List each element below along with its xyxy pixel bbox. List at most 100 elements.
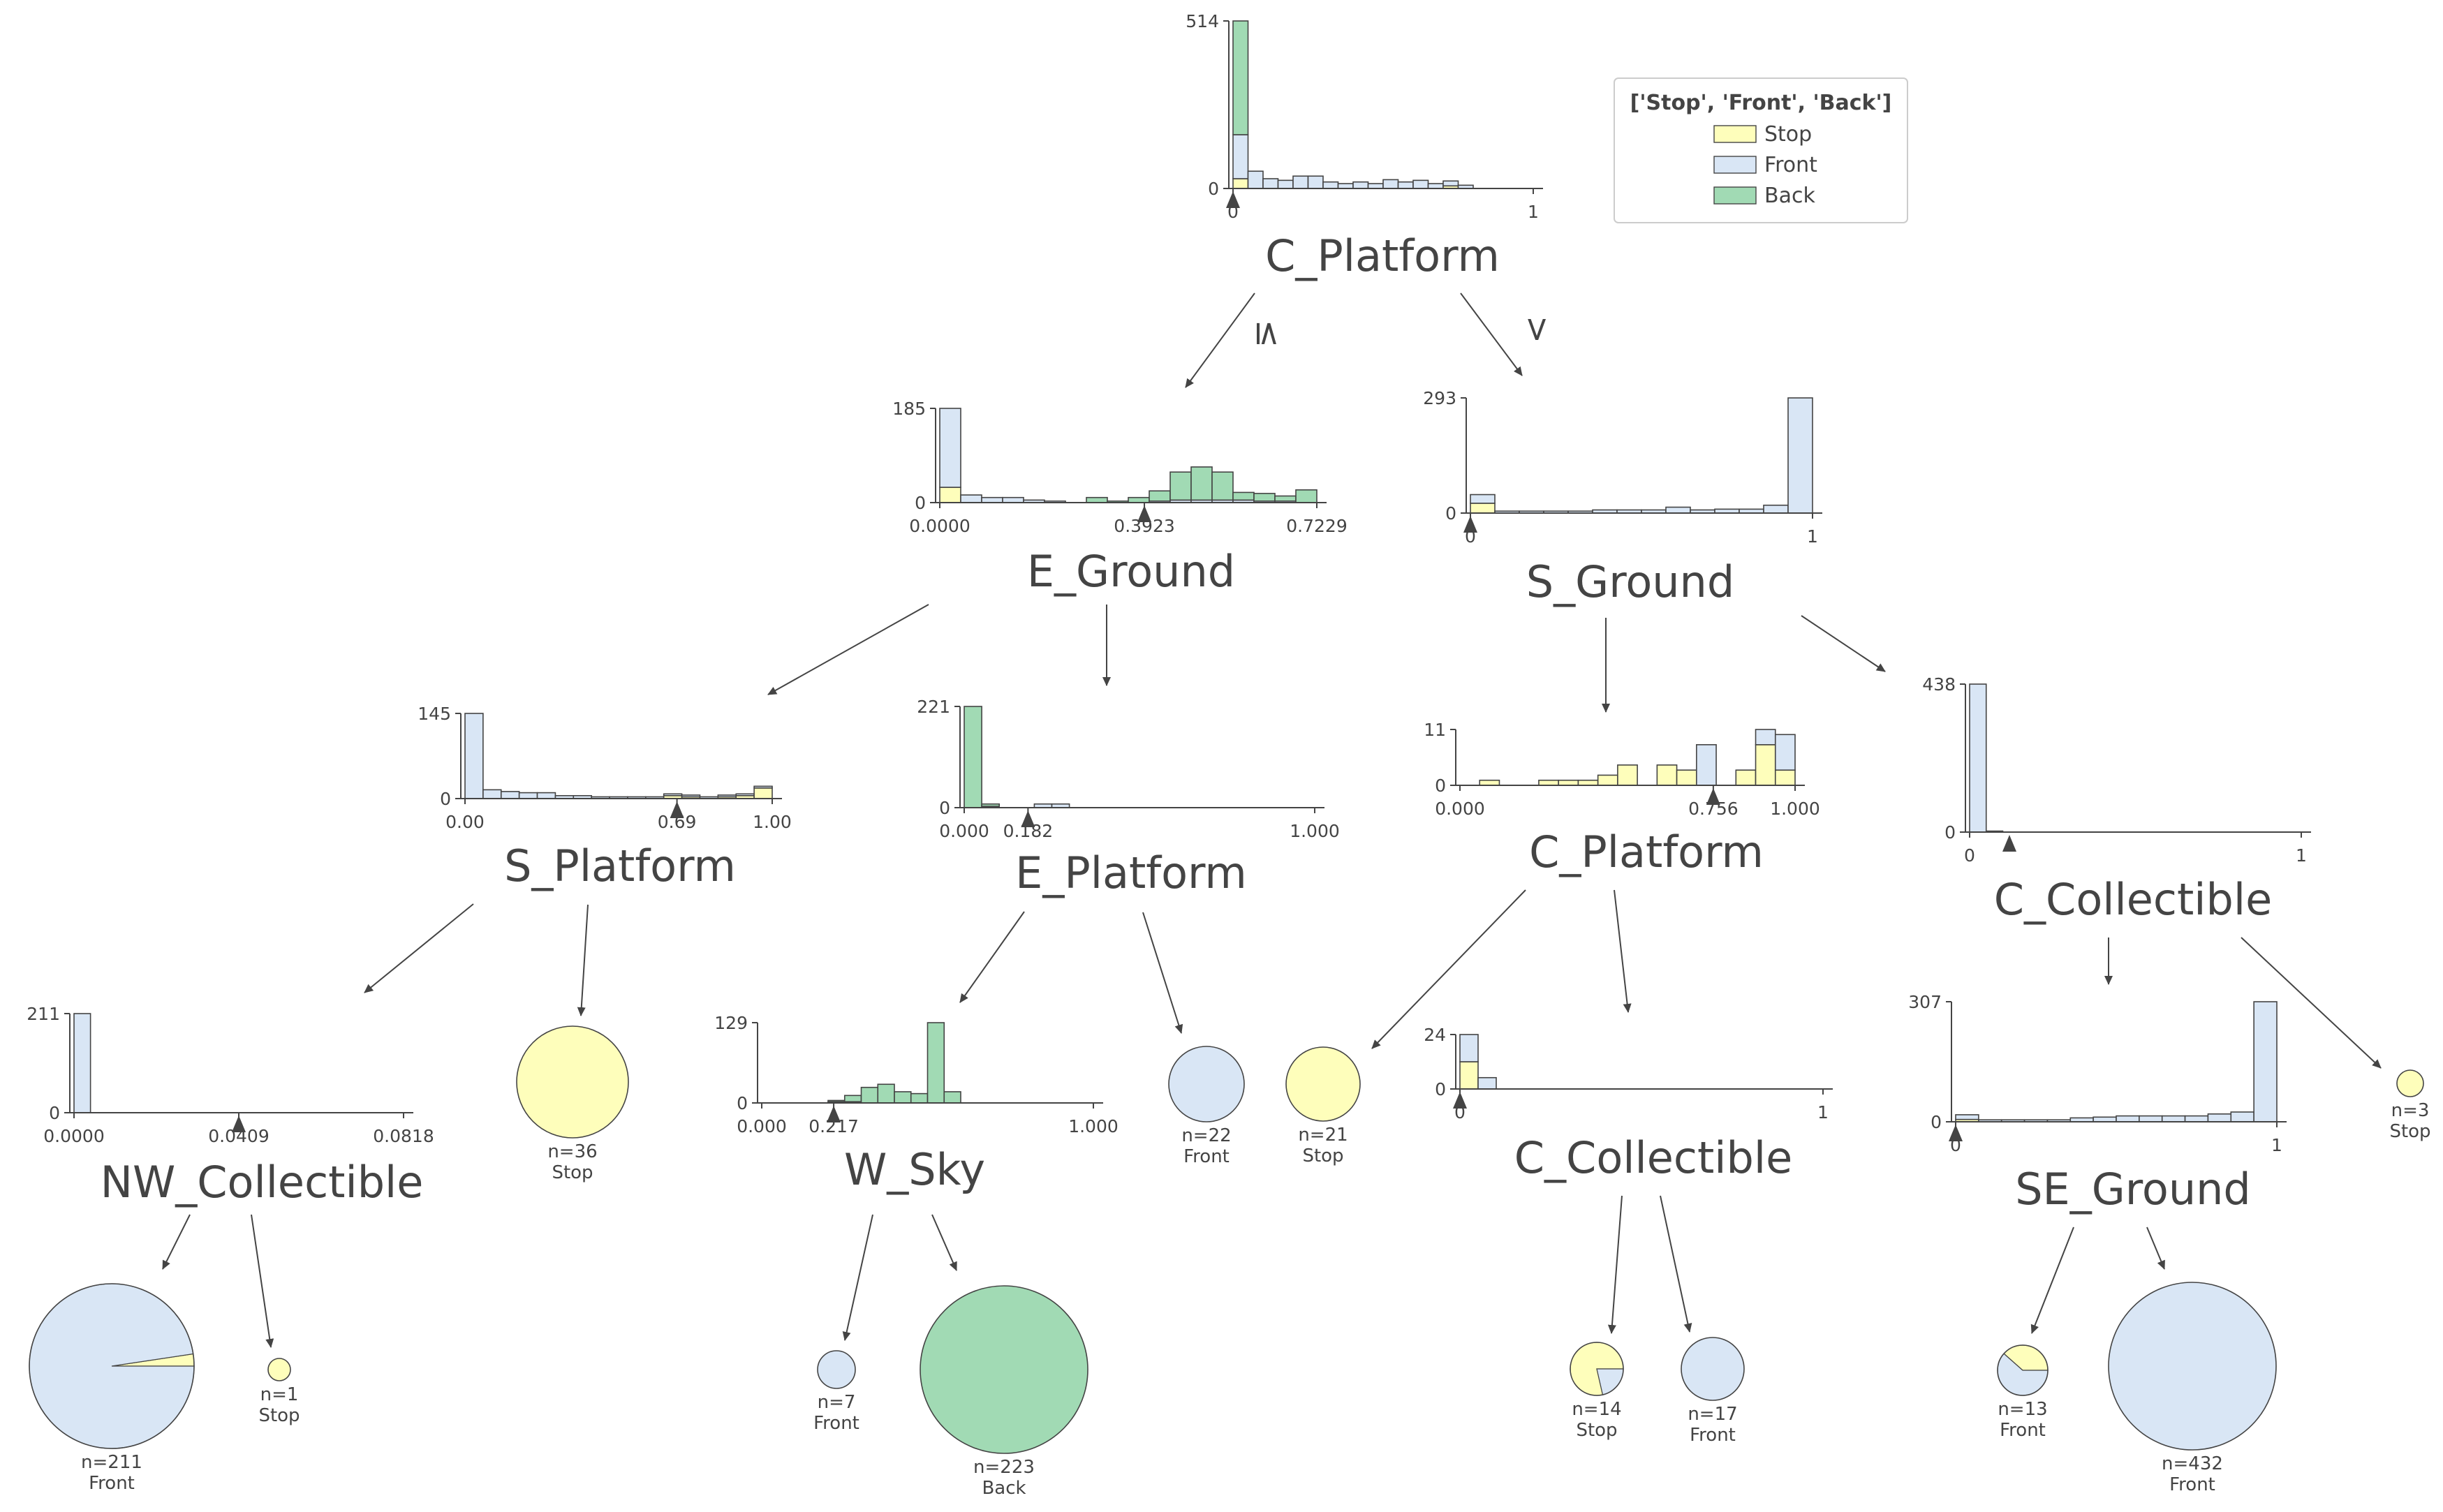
y-tick-label: 0 (939, 798, 950, 818)
leaf-class-label: Stop (2389, 1121, 2430, 1142)
histogram-bar-stop (1656, 764, 1678, 786)
split-feature-label: SE_Ground (2015, 1164, 2251, 1215)
histogram-bar-stop (1735, 769, 1757, 786)
histogram-bar-front (1969, 683, 1987, 833)
leaf-count-label: n=1 (260, 1384, 299, 1405)
leaf-pie-slice-front (817, 1350, 856, 1389)
histogram-bar-back (964, 706, 982, 808)
edge-label-right: > (1518, 316, 1557, 343)
histogram-bar-stop (1538, 779, 1559, 786)
histogram-bar-front (663, 793, 683, 796)
histogram-bar-stop (1232, 178, 1249, 189)
tree-edge (1801, 615, 1886, 672)
tree-edge (2030, 1226, 2074, 1334)
y-tick-label: 0 (1944, 822, 1956, 843)
leaf-pie-slice-stop (2396, 1069, 2424, 1097)
y-tick-label: 0 (915, 493, 926, 513)
histogram-bar-stop (1774, 769, 1796, 786)
histogram-bar-front (735, 793, 755, 796)
histogram-bar-stop (1558, 779, 1579, 786)
x-tick-label: 1.000 (1068, 1116, 1119, 1136)
legend-label-stop: Stop (1764, 122, 1812, 147)
tree-edge (577, 904, 589, 1016)
y-tick-label: 0 (1445, 503, 1456, 524)
histogram-bar-front (1470, 494, 1496, 504)
split-marker (827, 1106, 841, 1122)
histogram-bar-front (981, 496, 1003, 503)
leaf-class-label: Front (1690, 1425, 1736, 1446)
histogram-bar-back (1232, 491, 1255, 501)
histogram-bar-stop (939, 487, 961, 503)
x-tick-label: 1 (2296, 845, 2307, 866)
histogram-bar-front (753, 785, 773, 789)
leaf-count-label: n=13 (1998, 1399, 2047, 1420)
histogram-bar-front (681, 794, 701, 798)
legend-swatch-back (1713, 186, 1757, 205)
histogram-bar-front (1397, 181, 1414, 189)
x-tick-label: 0.0818 (373, 1126, 434, 1146)
histogram-bar-front (482, 789, 502, 799)
histogram-bar-front (73, 1013, 91, 1113)
split-marker (2002, 835, 2016, 852)
split-marker (1453, 1092, 1467, 1109)
y-tick-label: 438 (1922, 674, 1956, 695)
histogram-bar-front (1696, 744, 1717, 786)
histogram-bar-back (827, 1099, 846, 1103)
leaf-class-label: Back (982, 1478, 1026, 1499)
tree-edge (1142, 912, 1183, 1034)
legend-label-front: Front (1764, 153, 1817, 177)
histogram-bar-front (717, 794, 737, 798)
tree-edges: ≤> (162, 292, 2382, 1348)
legend-swatch-front (1713, 156, 1757, 174)
histogram-bar-back (1211, 471, 1234, 501)
tree-edge (931, 1214, 957, 1271)
histogram-bar-back (1190, 466, 1213, 501)
tree-edge (1371, 889, 1526, 1049)
histogram-bar-front (1774, 734, 1796, 771)
y-tick-label: 0 (737, 1093, 748, 1113)
leaf-class-label: Front (2169, 1474, 2215, 1495)
leaf-class-label: Front (813, 1413, 859, 1434)
histogram-bar-front (1307, 175, 1324, 189)
histogram-bar-front (1755, 729, 1776, 746)
x-tick-label: 1.000 (1290, 821, 1340, 841)
histogram-bar-stop (1479, 779, 1500, 786)
tree-edge (959, 911, 1025, 1003)
histogram-bar-front (1763, 504, 1789, 514)
split-marker (670, 801, 684, 818)
histogram-bar-front (2184, 1115, 2209, 1122)
histogram-bar-front (1427, 183, 1444, 189)
legend-box (1614, 77, 1908, 223)
histogram-bar-stop (1470, 503, 1496, 514)
histogram-bar-back (1274, 495, 1297, 502)
y-tick-label: 514 (1186, 11, 1219, 31)
legend-label-back: Back (1764, 184, 1815, 208)
histogram-bar-back (1295, 489, 1318, 503)
leaf-count-label: n=17 (1688, 1404, 1737, 1425)
leaf-count-label: n=223 (973, 1457, 1035, 1478)
y-tick-label: 129 (714, 1013, 748, 1033)
histogram-bar-front (1277, 179, 1294, 189)
x-tick-label: 1.00 (753, 812, 792, 832)
split-marker (1226, 191, 1240, 208)
leaf-pie-slice-front (29, 1283, 195, 1449)
y-tick-label: 0 (49, 1103, 60, 1123)
edge-label-left: ≤ (1248, 320, 1287, 348)
y-tick-label: 0 (440, 789, 451, 809)
tree-edge (1460, 292, 1523, 376)
tree-edge (1607, 1195, 1623, 1334)
x-tick-label: 0.0000 (43, 1126, 104, 1146)
x-tick-label: 1 (1807, 526, 1818, 547)
